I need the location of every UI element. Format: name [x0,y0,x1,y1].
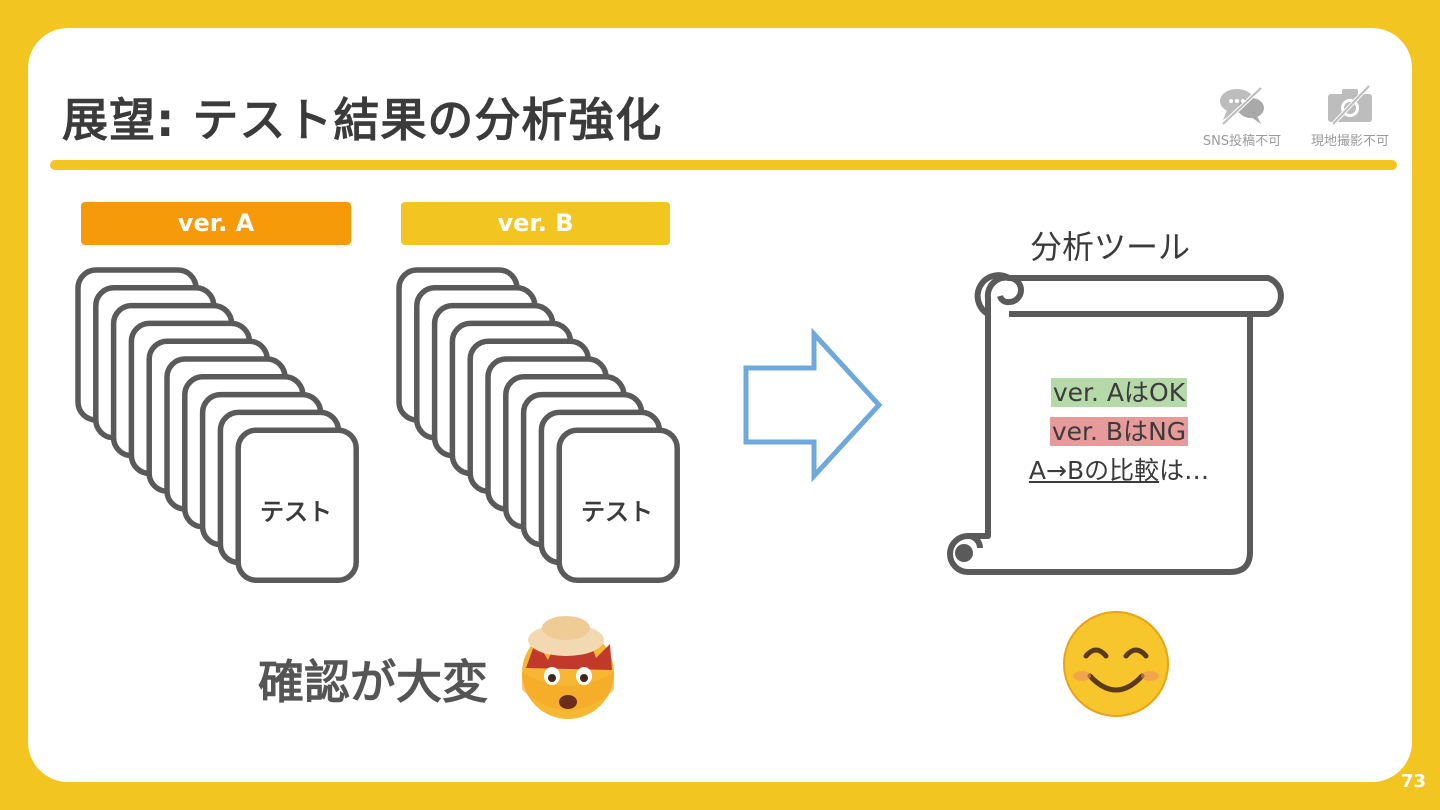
notice-label: 現地撮影不可 [1310,134,1389,149]
hard-to-check-caption: 確認が大変 [258,655,488,709]
result-line-ng: ver. BはNG [1049,417,1189,446]
test-card [235,427,359,583]
result-line-ok: ver. AはOK [1050,378,1188,407]
test-card-label-a: テスト [260,498,332,526]
scroll-content: ver. AはOK ver. BはNG A→Bの比較は… [1000,373,1238,490]
title-underline [50,160,1397,170]
right-arrow-icon [743,327,883,483]
notice-label: SNS投稿不可 [1202,134,1282,149]
analysis-tool-title: 分析ツール [1030,228,1191,266]
notice-no-camera: 現地撮影不可 [1295,84,1405,149]
test-card [556,427,680,583]
version-b-label: ver. B [401,202,670,245]
notice-no-sns: SNS投稿不可 [1187,84,1297,149]
test-card-stack-a [75,267,359,583]
slide-title: 展望: テスト結果の分析強化 [62,93,663,147]
page-number: 73 [1400,771,1426,792]
version-a-label: ver. A [81,202,351,245]
test-card-label-b: テスト [581,498,653,526]
no-sns-icon [1220,86,1264,126]
result-line-compare: A→Bの比較は… [1028,456,1210,485]
no-camera-icon [1328,84,1372,126]
test-card-stack-b [396,267,680,583]
